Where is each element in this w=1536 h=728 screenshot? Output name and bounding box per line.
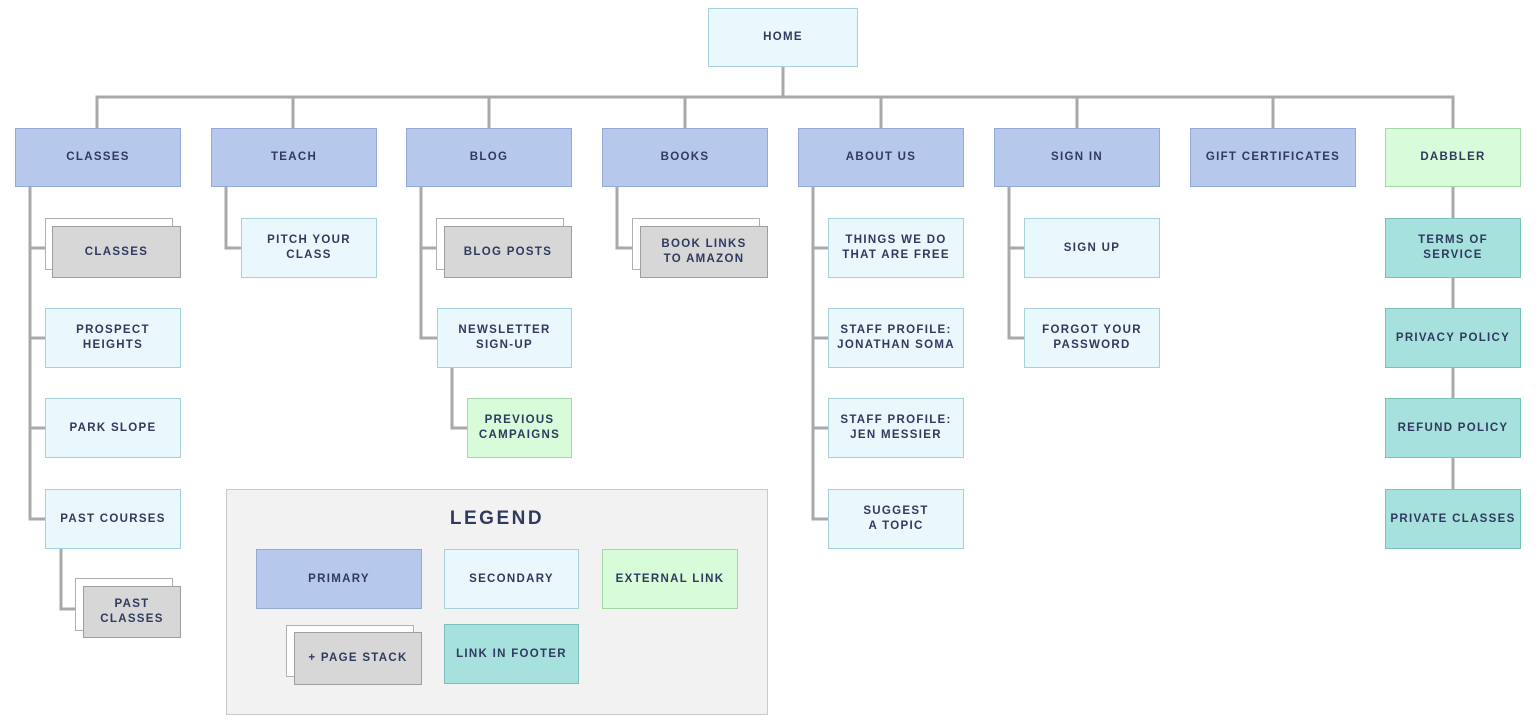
legend-page-stack-swatch: + PAGE STACK [294, 632, 422, 685]
classes-node: CLASSES [15, 128, 181, 187]
blog-node: BLOG [406, 128, 572, 187]
dabbler-node: DABBLER [1385, 128, 1521, 187]
privacy-policy-node: PRIVACY POLICY [1385, 308, 1521, 368]
blog-posts-stack-node: BLOG POSTS [444, 226, 572, 278]
past-classes-stack-node: PAST CLASSES [83, 586, 181, 638]
terms-of-service-node: TERMS OF SERVICE [1385, 218, 1521, 278]
staff-profile-jen-node: STAFF PROFILE: JEN MESSIER [828, 398, 964, 458]
previous-campaigns-node: PREVIOUS CAMPAIGNS [467, 398, 572, 458]
newsletter-signup-node: NEWSLETTER SIGN-UP [437, 308, 572, 368]
legend-link-in-footer-swatch: LINK IN FOOTER [444, 624, 579, 684]
books-node: BOOKS [602, 128, 768, 187]
legend-title: LEGEND [449, 508, 545, 529]
teach-node: TEACH [211, 128, 377, 187]
sign-in-node: SIGN IN [994, 128, 1160, 187]
legend-primary-swatch: PRIMARY [256, 549, 422, 609]
forgot-password-node: FORGOT YOUR PASSWORD [1024, 308, 1160, 368]
home-node: HOME [708, 8, 858, 67]
legend-external-link-swatch: EXTERNAL LINK [602, 549, 738, 609]
private-classes-node: PRIVATE CLASSES [1385, 489, 1521, 549]
book-links-stack-node: BOOK LINKS TO AMAZON [640, 226, 768, 278]
refund-policy-node: REFUND POLICY [1385, 398, 1521, 458]
pitch-your-class-node: PITCH YOUR CLASS [241, 218, 377, 278]
gift-certificates-node: GIFT CERTIFICATES [1190, 128, 1356, 187]
classes-stack-node: CLASSES [52, 226, 181, 278]
sign-up-node: SIGN UP [1024, 218, 1160, 278]
about-us-node: ABOUT US [798, 128, 964, 187]
park-slope-node: PARK SLOPE [45, 398, 181, 458]
suggest-topic-node: SUGGEST A TOPIC [828, 489, 964, 549]
things-we-do-free-node: THINGS WE DO THAT ARE FREE [828, 218, 964, 278]
staff-profile-jonathan-node: STAFF PROFILE: JONATHAN SOMA [828, 308, 964, 368]
past-courses-node: PAST COURSES [45, 489, 181, 549]
prospect-heights-node: PROSPECT HEIGHTS [45, 308, 181, 368]
legend-secondary-swatch: SECONDARY [444, 549, 579, 609]
